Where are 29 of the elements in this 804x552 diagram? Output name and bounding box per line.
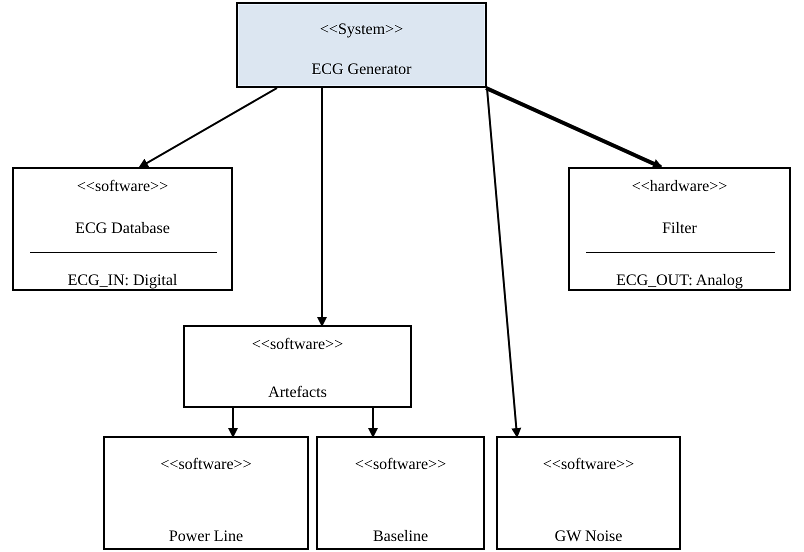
- component-name: Power Line: [168, 527, 244, 547]
- component-box: [496, 436, 681, 550]
- attribute-label: ECG_OUT: Analog: [615, 271, 744, 291]
- component-box: [12, 167, 233, 291]
- component-box: [316, 436, 485, 550]
- stereotype-label: <<software>>: [354, 455, 448, 475]
- component-name: Baseline: [372, 527, 430, 547]
- stereotype-label: <<hardware>>: [630, 177, 728, 197]
- stereotype-label: <<software>>: [250, 335, 344, 355]
- arrow: [368, 408, 378, 438]
- stereotype-label: <<software>>: [159, 455, 253, 475]
- component-name: ECG Database: [74, 219, 171, 239]
- arrow: [485, 86, 663, 169]
- stereotype-label: <<software>>: [542, 455, 636, 475]
- component-box: [183, 325, 412, 408]
- stereotype-label: <<software>>: [76, 177, 170, 197]
- attribute-label: ECG_IN: Digital: [66, 271, 178, 291]
- component-box: [103, 436, 309, 550]
- component-name: ECG Generator: [310, 60, 412, 80]
- component-name: GW Noise: [554, 527, 624, 547]
- stereotype-label: <<System>>: [318, 20, 404, 40]
- component-box: [568, 167, 791, 291]
- arrow: [486, 88, 522, 438]
- component-box: [236, 2, 487, 88]
- arrow: [317, 88, 327, 327]
- arrow: [228, 408, 238, 438]
- component-name: Filter: [661, 219, 698, 239]
- component-name: Artefacts: [267, 383, 328, 403]
- arrow: [138, 87, 278, 168]
